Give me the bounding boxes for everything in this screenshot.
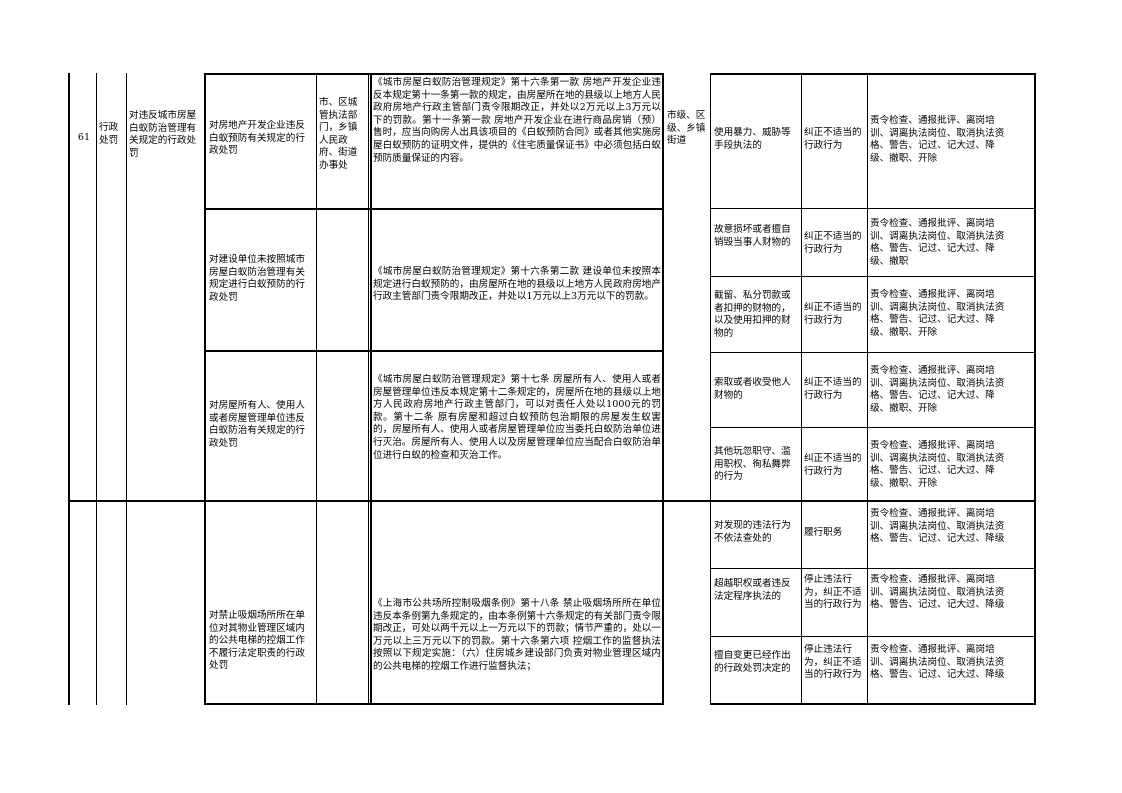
accountability-type: 纠正不适当的行政行为 xyxy=(804,231,862,255)
row-border xyxy=(204,350,372,352)
accountability-penalty: 责令检查、通报批评、离岗培训、调离执法岗位、取消执法资格、警告、记过、记大过、降… xyxy=(870,644,1005,681)
row-border xyxy=(710,276,1035,277)
table-border xyxy=(370,73,372,705)
accountability-situation: 索取或者收受他人财物的 xyxy=(714,377,791,401)
accountability-penalty: 责令检查、通报批评、离岗培训、调离执法岗位、取消执法资格、警告、记过、记大过、降… xyxy=(870,289,1005,338)
accountability-penalty: 责令检查、通报批评、离岗培训、调离执法岗位、取消执法资格、警告、记过、记大过、降… xyxy=(870,574,1005,611)
accountability-situation: 超越职权或者违反法定程序执法的 xyxy=(714,578,791,602)
table-border xyxy=(68,73,70,705)
accountability-type: 纠正不适当的行政行为 xyxy=(804,302,862,326)
row-border xyxy=(370,73,664,75)
row-number: 61 xyxy=(77,132,91,143)
table-border xyxy=(710,73,711,705)
legal-basis-cell: 《城市房屋白蚁防治管理规定》第十六条第一款 房地产开发企业违反本规定第十一条第一… xyxy=(373,77,661,164)
accountability-type: 纠正不适当的行政行为 xyxy=(804,377,862,401)
row-border xyxy=(710,208,1035,209)
legal-basis-cell: 《城市房屋白蚁防治管理规定》第十七条 房屋所有人、使用人或者房屋管理单位违反本规… xyxy=(373,374,661,461)
category-cell: 行政处罚 xyxy=(99,122,119,146)
accountability-type: 履行职务 xyxy=(804,527,843,538)
item-name-cell: 对违反城市房屋白蚁防治管理有关规定的行政处罚 xyxy=(129,110,197,159)
accountability-penalty: 责令检查、通报批评、离岗培训、调离执法岗位、取消执法资格、警告、记过、记大过、降… xyxy=(870,440,1005,489)
supervision-body-cell: 市级、区级、乡镇街道 xyxy=(667,110,706,147)
row-border xyxy=(710,352,1035,353)
sub-item-name-cell: 对房屋所有人、使用人或者房屋管理单位违反白蚁防治有关规定的行政处罚 xyxy=(209,400,305,449)
row-border xyxy=(68,500,1036,502)
sub-item-name-cell: 对建设单位未按照城市房屋白蚁防治管理有关规定进行白蚁预防的行政处罚 xyxy=(209,254,305,303)
row-border xyxy=(370,703,664,705)
accountability-situation: 截留、私分罚款或者扣押的财物的，以及使用扣押的财物的 xyxy=(714,290,791,339)
accountability-situation: 故意损坏或者擅自销毁当事人财物的 xyxy=(714,224,791,248)
row-border xyxy=(370,208,664,210)
table-border xyxy=(1034,73,1036,705)
row-border xyxy=(710,427,1035,428)
accountability-penalty: 责令检查、通报批评、离岗培训、调离执法岗位、取消执法资格、警告、记过、记大过、降… xyxy=(870,218,1005,267)
accountability-type: 停止违法行为，纠正不适当的行政行为 xyxy=(804,574,862,611)
row-border xyxy=(710,73,1036,75)
row-border xyxy=(710,636,1035,637)
accountability-situation: 对发现的违法行为不依法查处的 xyxy=(714,520,791,544)
table-border xyxy=(867,73,868,705)
legal-basis-cell: 《城市房屋白蚁防治管理规定》第十六条第二款 建设单位未按照本规定进行白蚁预防的，… xyxy=(373,266,661,303)
row-border xyxy=(204,73,372,75)
sub-item-name-cell: 对禁止吸烟场所所在单位对其物业管理区域内的公共电梯的控烟工作不履行法定职责的行政… xyxy=(209,610,305,672)
row-border xyxy=(370,350,664,352)
enforcement-body-cell: 市、区城管执法部门，乡镇人民政府、街道办事处 xyxy=(319,97,358,171)
row-border xyxy=(710,568,1035,569)
legal-basis-cell: 《上海市公共场所控制吸烟条例》第十八条 禁止吸烟场所所在单位违反本条例第九条规定… xyxy=(373,598,661,672)
table-border xyxy=(96,73,97,705)
accountability-situation: 擅自变更已经作出的行政处罚决定的 xyxy=(714,650,791,674)
row-border xyxy=(204,703,372,705)
table-border xyxy=(801,73,802,705)
table-border xyxy=(368,73,369,705)
accountability-type: 纠正不适当的行政行为 xyxy=(804,453,862,477)
row-border xyxy=(710,703,1036,705)
table-border xyxy=(204,73,206,705)
row-border xyxy=(204,208,372,210)
table-border xyxy=(126,73,127,705)
accountability-penalty: 责令检查、通报批评、离岗培训、调离执法岗位、取消执法资格、警告、记过、记大过、降… xyxy=(870,508,1005,545)
accountability-situation: 其他玩忽职守、滥用职权、徇私舞弊的行为 xyxy=(714,446,791,483)
accountability-situation: 使用暴力、威胁等手段执法的 xyxy=(714,127,791,151)
accountability-penalty: 责令检查、通报批评、离岗培训、调离执法岗位、取消执法资格、警告、记过、记大过、降… xyxy=(870,115,1005,164)
table-border xyxy=(662,73,664,705)
table-border xyxy=(316,73,317,705)
accountability-type: 纠正不适当的行政行为 xyxy=(804,127,862,151)
accountability-type: 停止违法行为，纠正不适当的行政行为 xyxy=(804,644,862,681)
sub-item-name-cell: 对房地产开发企业违反白蚁预防有关规定的行政处罚 xyxy=(209,120,305,157)
accountability-penalty: 责令检查、通报批评、离岗培训、调离执法岗位、取消执法资格、警告、记过、记大过、降… xyxy=(870,365,1005,414)
